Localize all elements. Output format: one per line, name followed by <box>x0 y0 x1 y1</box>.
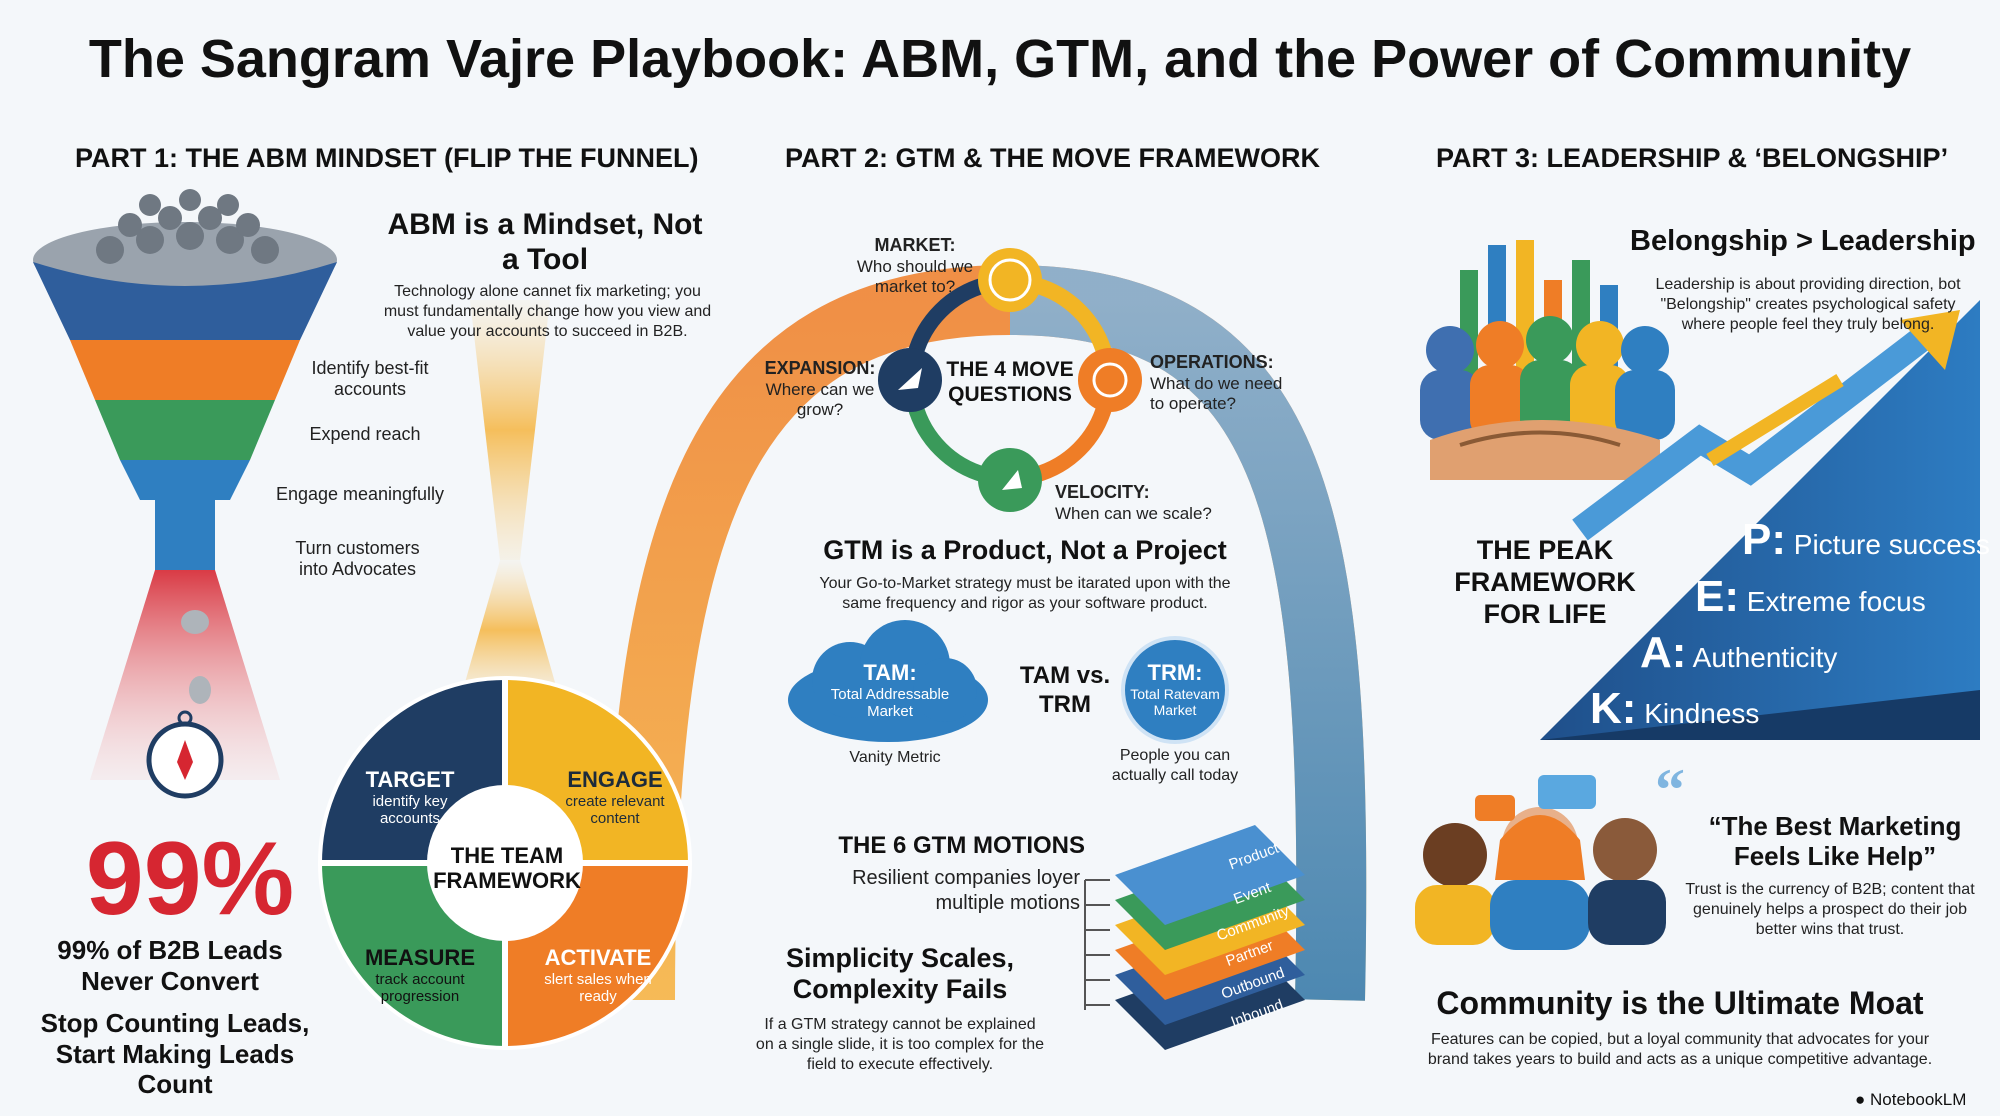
part-3-header: PART 3: LEADERSHIP & ‘BELONGSHIP’ <box>1436 143 1949 173</box>
funnel-step-2: Expend reach <box>309 424 421 444</box>
team-engage-title: ENGAGE <box>567 767 663 792</box>
peak-a-letter: A: <box>1640 628 1687 677</box>
part-2-header: PART 2: GTM & THE MOVE FRAMEWORK <box>785 143 1320 173</box>
team-measure-title: MEASURE <box>364 945 475 970</box>
notebooklm-logo-icon: ● <box>1855 1090 1866 1109</box>
team-target: TARGET identify key accounts <box>345 767 475 827</box>
brand-label: NotebookLM <box>1870 1090 1967 1109</box>
move-market: MARKET: Who should we market to? <box>840 235 990 297</box>
motions-body: Resilient companies loyer multiple motio… <box>852 867 1080 914</box>
team-activate-title: ACTIVATE <box>544 945 652 970</box>
team-activate-desc: slert sales when ready <box>544 971 652 1005</box>
peak-e-text: Extreme focus <box>1746 586 1926 617</box>
peak-a: A: Authenticity <box>1640 628 1837 678</box>
peak-p-letter: P: <box>1742 515 1786 564</box>
peak-k: K: Kindness <box>1590 684 1759 734</box>
move-operations-desc: What do we need to operate? <box>1150 373 1283 413</box>
moat-heading: Community is the Ultimate Moat <box>1436 985 1924 1021</box>
move-expansion-title: EXPANSION: <box>764 358 876 378</box>
trm-caption: People you can actually call today <box>1111 747 1239 784</box>
tam-vs-trm: TAM vs. TRM <box>1019 662 1111 718</box>
funnel-step-4: Turn customers into Advocates <box>295 538 420 579</box>
peak-e: E: Extreme focus <box>1695 572 1926 622</box>
peak-a-text: Authenticity <box>1692 642 1838 673</box>
gtm-body: Your Go-to-Market strategy must be itara… <box>819 575 1231 612</box>
peak-p: P: Picture success <box>1742 515 1990 565</box>
stat-caption: 99% of B2B Leads Never Convert <box>57 935 283 996</box>
team-center: THE TEAM FRAMEWORK <box>433 843 581 894</box>
move-expansion-desc: Where can we grow? <box>765 379 875 419</box>
motions-heading: THE 6 GTM MOTIONS <box>838 832 1085 859</box>
funnel-step-1: Identify best-fit accounts <box>311 358 429 399</box>
move-expansion: EXPANSION: Where can we grow? <box>755 358 885 420</box>
move-velocity-desc: When can we scale? <box>1055 503 1212 523</box>
abm-heading: ABM is a Mindset, Not a Tool <box>387 208 703 276</box>
notebooklm-brand: ● NotebookLM <box>1855 1090 1966 1110</box>
trm-circle: TRM: Total Ratevam Market <box>1123 660 1227 718</box>
tam-cloud: TAM: Total Addressable Market <box>820 660 960 720</box>
trm-desc: Total Ratevam Market <box>1130 686 1220 718</box>
belongship-heading: Belongship > Leadership <box>1630 225 1976 257</box>
gtm-heading: GTM is a Product, Not a Project <box>823 535 1227 565</box>
team-target-title: TARGET <box>365 767 455 792</box>
move-market-title: MARKET: <box>874 235 956 255</box>
part-1-header: PART 1: THE ABM MINDSET (FLIP THE FUNNEL… <box>75 143 699 173</box>
svg-text:“: “ <box>1655 757 1685 823</box>
move-center: THE 4 MOVE QUESTIONS <box>946 358 1074 406</box>
move-velocity: VELOCITY: When can we scale? <box>1055 482 1215 524</box>
move-market-desc: Who should we market to? <box>856 256 974 296</box>
stat-tagline: Stop Counting Leads, Start Making Leads … <box>40 1008 310 1100</box>
tam-title: TAM: <box>863 660 917 685</box>
funnel-step-3: Engage meaningfully <box>275 484 445 504</box>
simplicity-body: If a GTM strategy cannot be explained on… <box>755 1016 1045 1073</box>
team-engage-desc: create relevant content <box>565 793 665 827</box>
move-operations: OPERATIONS: What do we need to operate? <box>1150 352 1290 414</box>
move-velocity-title: VELOCITY: <box>1055 482 1150 502</box>
peak-k-letter: K: <box>1590 684 1637 733</box>
move-operations-title: OPERATIONS: <box>1150 352 1274 372</box>
moat-body: Features can be copied, but a loyal comm… <box>1427 1031 1933 1068</box>
stat-99: 99% <box>85 821 295 937</box>
peak-title: THE PEAK FRAMEWORK FOR LIFE <box>1454 535 1636 629</box>
tam-desc: Total Addressable Market <box>830 686 950 720</box>
team-target-desc: identify key accounts <box>372 793 448 827</box>
quote-heading: “The Best Marketing Feels Like Help” <box>1708 811 1962 871</box>
page-title: The Sangram Vajre Playbook: ABM, GTM, an… <box>88 29 1912 89</box>
abm-body: Technology alone cannet fix marketing; y… <box>383 283 712 340</box>
team-measure: MEASURE track account progression <box>355 945 485 1005</box>
team-activate: ACTIVATE slert sales when ready <box>528 945 668 1005</box>
team-measure-desc: track account progression <box>375 971 465 1005</box>
tam-caption: Vanity Metric <box>849 749 941 766</box>
simplicity-heading: Simplicity Scales, Complexity Fails <box>785 943 1015 1005</box>
peak-p-text: Picture success <box>1793 529 1990 560</box>
quote-body: Trust is the currency of B2B; content th… <box>1685 881 1975 938</box>
trm-title: TRM: <box>1147 660 1203 685</box>
belongship-body: Leadership is about providing direction,… <box>1655 276 1961 333</box>
team-engage: ENGAGE create relevant content <box>545 767 685 827</box>
peak-e-letter: E: <box>1695 572 1739 621</box>
peak-k-text: Kindness <box>1644 698 1760 729</box>
